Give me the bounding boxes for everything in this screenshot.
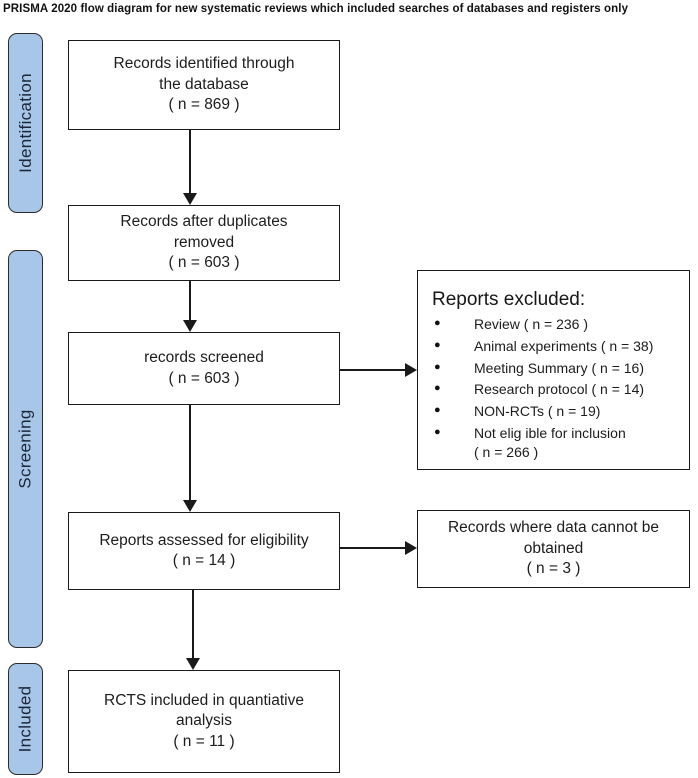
box-reports-assessed-text: Reports assessed for eligibility ( n = 1… <box>99 531 309 569</box>
excluded-item: ● Not elig ible for inclusion ( n = 266 … <box>432 424 677 463</box>
stage-included-label: Included <box>15 685 35 753</box>
arrow-down-icon <box>189 281 191 321</box>
box-reports-excluded: Reports excluded: ● Review ( n = 236 ) ●… <box>417 270 690 470</box>
box-records-screened-text: records screened ( n = 603 ) <box>144 349 264 387</box>
box-records-identified: Records identified through the database … <box>68 40 340 130</box>
box-duplicates-removed: Records after duplicates removed ( n = 6… <box>68 205 340 281</box>
bullet-icon: ● <box>434 338 441 351</box>
arrow-down-icon <box>189 130 191 194</box>
stage-identification: Identification <box>8 33 43 213</box>
box-data-not-obtained: Records where data cannot be obtained ( … <box>417 510 690 588</box>
box-duplicates-removed-text: Records after duplicates removed ( n = 6… <box>120 213 288 272</box>
box-reports-assessed: Reports assessed for eligibility ( n = 1… <box>68 512 340 590</box>
excluded-item-text: Meeting Summary ( n = 16) <box>474 359 645 376</box>
stage-screening: Screening <box>8 250 43 648</box>
stage-screening-label: Screening <box>15 409 35 489</box>
arrow-down-icon <box>189 405 191 501</box>
stage-included: Included <box>8 663 43 775</box>
excluded-item-text: NON-RCTs ( n = 19) <box>474 403 601 420</box>
excluded-item-text: Research protocol ( n = 14) <box>474 381 645 398</box>
box-rcts-included-text: RCTS included in quantiative analysis ( … <box>104 691 304 750</box>
excluded-item: ● Animal experiments ( n = 38) <box>432 337 677 356</box>
bullet-icon: ● <box>434 404 441 417</box>
excluded-item: ● NON-RCTs ( n = 19) <box>432 402 677 421</box>
bullet-icon: ● <box>434 317 441 329</box>
arrow-right-icon <box>340 369 406 371</box>
stage-identification-label: Identification <box>15 73 35 173</box>
bullet-icon: ● <box>434 382 441 395</box>
excluded-item-text: Review ( n = 236 ) <box>474 316 588 332</box>
page-title: PRISMA 2020 flow diagram for new systema… <box>3 3 629 15</box>
excluded-item: ● Review ( n = 236 ) <box>432 315 677 334</box>
reports-excluded-heading: Reports excluded: <box>432 289 586 310</box>
box-data-not-obtained-text: Records where data cannot be obtained ( … <box>447 519 660 578</box>
box-records-identified-text: Records identified through the database … <box>113 55 295 114</box>
bullet-icon: ● <box>434 360 441 373</box>
arrow-right-icon <box>340 547 406 549</box>
excluded-item: ● Meeting Summary ( n = 16) <box>432 359 677 378</box>
bullet-icon: ● <box>434 426 441 439</box>
excluded-item-text: Animal experiments ( n = 38) <box>474 337 654 354</box>
box-records-screened: records screened ( n = 603 ) <box>68 332 340 405</box>
arrow-down-icon <box>192 590 194 659</box>
excluded-item: ● Research protocol ( n = 14) <box>432 380 677 399</box>
excluded-item-text: Not elig ible for inclusion ( n = 266 ) <box>474 425 626 461</box>
box-rcts-included: RCTS included in quantiative analysis ( … <box>68 670 340 773</box>
